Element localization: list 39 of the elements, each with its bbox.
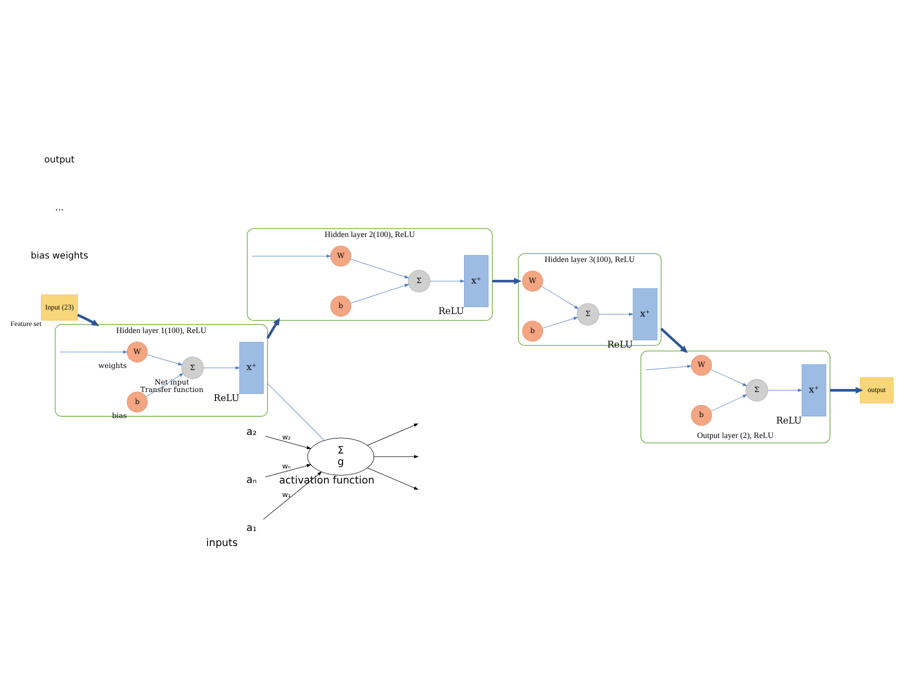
node-text: aₙ bbox=[246, 474, 257, 486]
arrow bbox=[266, 317, 280, 338]
arrow bbox=[645, 364, 692, 370]
arrow bbox=[350, 284, 410, 303]
arrow bbox=[350, 258, 410, 278]
node-box: x⁺ bbox=[632, 288, 658, 340]
arrow bbox=[768, 388, 803, 392]
arrow bbox=[203, 366, 240, 369]
node-label: inputs bbox=[206, 537, 238, 548]
arrow bbox=[660, 327, 688, 353]
arrow bbox=[710, 394, 748, 411]
arrow bbox=[146, 354, 183, 365]
node-box: x⁺ bbox=[802, 364, 826, 416]
label: bias weights bbox=[30, 250, 88, 261]
arrow bbox=[77, 313, 100, 326]
node-label: ReLU bbox=[214, 392, 240, 404]
node-box: x⁺ bbox=[464, 254, 488, 307]
arrow bbox=[374, 454, 419, 458]
arrow bbox=[541, 286, 579, 309]
label: output bbox=[44, 154, 75, 165]
node-label: ReLU bbox=[776, 414, 802, 426]
arrow bbox=[367, 467, 419, 490]
node-box: x⁺ bbox=[239, 341, 264, 394]
arrow bbox=[367, 422, 419, 446]
node-text: a₁ bbox=[246, 522, 257, 534]
arrow bbox=[598, 312, 634, 316]
arrow bbox=[430, 279, 465, 282]
arrow bbox=[542, 316, 578, 328]
label: ... bbox=[55, 202, 64, 213]
arrow bbox=[830, 386, 864, 394]
connector bbox=[267, 382, 324, 440]
arrow bbox=[710, 368, 748, 386]
arrow bbox=[492, 277, 522, 284]
node-label: ReLU bbox=[438, 306, 464, 317]
node-text: a₂ bbox=[246, 426, 257, 438]
arrow bbox=[265, 464, 312, 477]
arrow bbox=[60, 350, 128, 354]
arrow bbox=[265, 436, 312, 449]
arrow bbox=[252, 254, 332, 258]
